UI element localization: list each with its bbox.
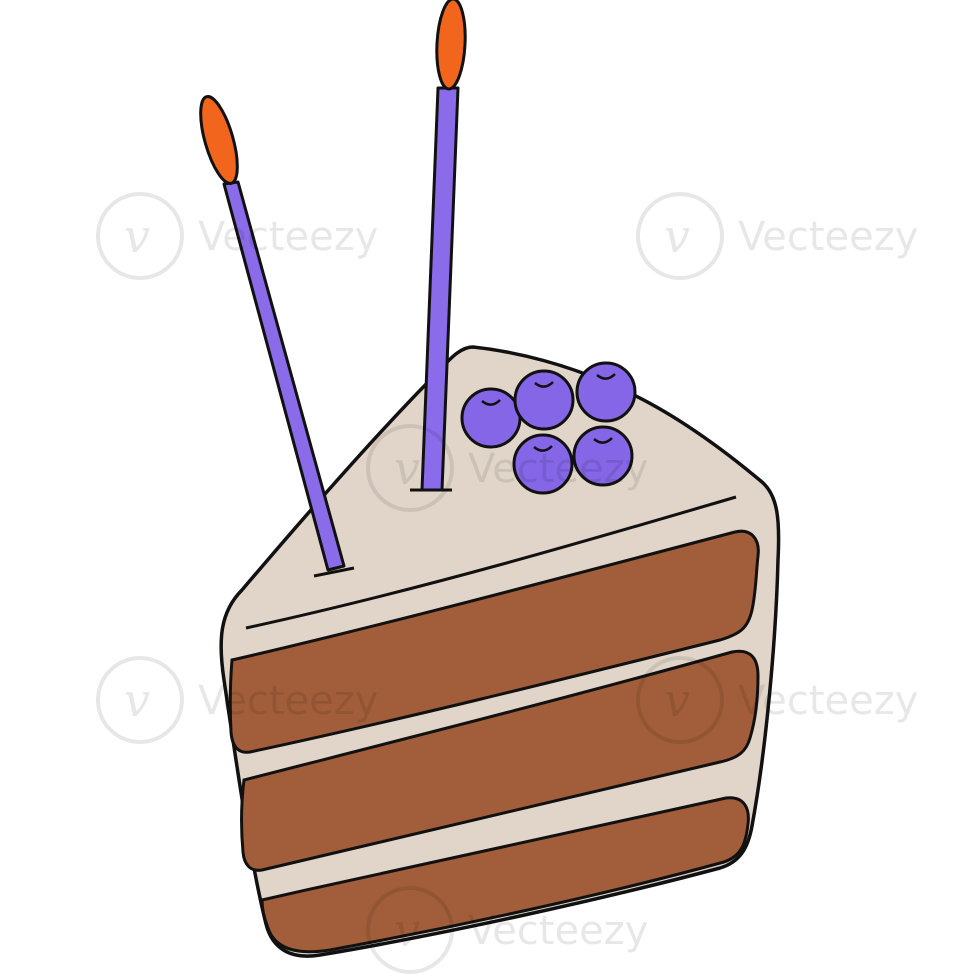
blueberry — [572, 425, 634, 487]
blueberry — [460, 387, 522, 449]
svg-text:Vecteezy: Vecteezy — [468, 446, 648, 492]
candle-left-flame-icon — [199, 95, 239, 185]
cake-layer-top — [228, 529, 760, 754]
blueberry — [513, 369, 575, 431]
slice-top-edge-line — [245, 495, 737, 630]
candle-right-flame-icon — [435, 0, 467, 91]
svg-text:v: v — [394, 903, 420, 957]
blueberries — [460, 361, 637, 495]
watermark-instance: v Vecteezy — [96, 192, 378, 280]
blueberry — [575, 361, 637, 423]
blueberry — [512, 433, 574, 495]
svg-text:v: v — [664, 209, 690, 263]
svg-text:v: v — [124, 673, 150, 727]
watermark-instance: v Vecteezy — [636, 192, 918, 280]
svg-text:v: v — [664, 673, 690, 727]
watermark-instance: v Vecteezy — [636, 656, 918, 744]
svg-text:Vecteezy: Vecteezy — [198, 214, 378, 260]
watermark-overlay: v Vecteezy v Vecteezy v Vecteezy v Vecte… — [96, 192, 918, 974]
svg-text:v: v — [394, 441, 420, 495]
watermark-instance: v Vecteezy — [366, 424, 648, 512]
candle-right — [410, 0, 467, 492]
watermark-instance: v Vecteezy — [96, 656, 378, 744]
svg-text:Vecteezy: Vecteezy — [468, 908, 648, 954]
svg-text:Vecteezy: Vecteezy — [198, 678, 378, 724]
svg-text:v: v — [124, 209, 150, 263]
candle-left — [199, 95, 355, 578]
svg-text:Vecteezy: Vecteezy — [738, 214, 918, 260]
cake-layer-bottom — [260, 796, 750, 954]
watermark-instance: v Vecteezy — [366, 886, 648, 974]
cake-layer-middle — [240, 649, 760, 872]
candle-left-base-line — [313, 566, 355, 578]
svg-text:Vecteezy: Vecteezy — [738, 678, 918, 724]
